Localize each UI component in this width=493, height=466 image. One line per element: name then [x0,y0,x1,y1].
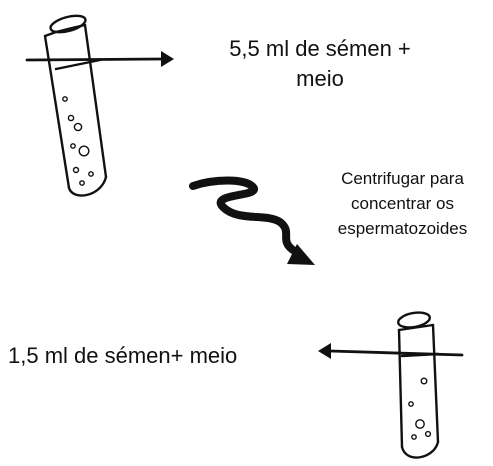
step3-label-text: 1,5 ml de sémen+ meio [8,343,238,368]
test-tube-top-icon [43,14,108,197]
test-tube-bottom-icon [396,311,440,459]
step2-label: Centrifugar para concentrar os espermato… [312,166,493,241]
step1-label: 5,5 ml de sémen + meio [205,34,435,94]
step3-label: 1,5 ml de sémen+ meio [8,341,318,371]
step2-label-text: Centrifugar para concentrar os espermato… [337,169,468,238]
step1-label-text: 5,5 ml de sémen + meio [229,36,411,91]
arrow-right-icon [25,51,174,67]
arrow-left-icon [318,343,464,359]
curvy-arrow-icon [189,176,315,265]
